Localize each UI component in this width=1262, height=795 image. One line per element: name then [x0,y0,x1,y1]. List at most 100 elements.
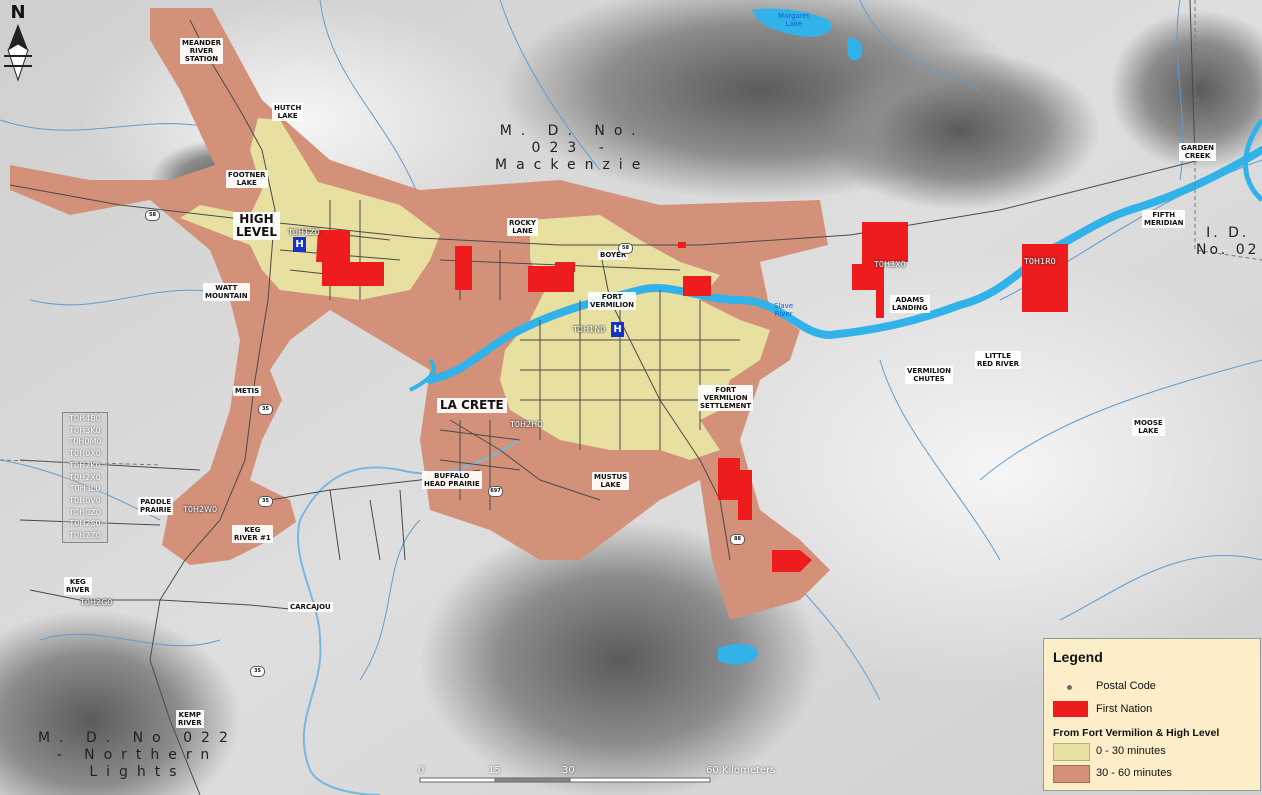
postal-code-label: T0H1Z0 [288,228,320,237]
legend-first-nation: First Nation [1096,703,1153,715]
highway-shield-icon: 35 [258,404,273,415]
place-watt: WATT MOUNTAIN [203,283,250,301]
north-arrow-icon: N [4,2,32,82]
legend-title: Legend [1053,649,1103,665]
stream [319,0,421,201]
highway-shield-icon: 697 [488,486,503,497]
stream [1059,555,1262,621]
postal-code-label: T0H2W0 [183,505,218,514]
scale-tick-0: 0 [418,765,425,776]
postal-code-list-item: T0H3K0 [69,425,101,435]
highway-shield-icon: 35 [250,666,265,677]
highway-shield-icon: 35 [258,496,273,507]
place-metis: METIS [233,386,262,396]
first-nation-areas [316,222,1068,572]
region-md022: M. D. No 022 - Northern Lights [38,730,237,780]
region-id02: I. D. No. 02 [1196,225,1260,258]
first-nation-area [555,262,575,272]
scale-tick-60: 60 Kilometers [706,765,776,776]
postal-code-list-item: T0H0X0 [69,449,101,459]
postal-code-list-item: T0H2Z0 [69,531,101,541]
postal-code-list-item: T0H2K0 [69,460,101,470]
zone-30-60-minutes [10,8,830,620]
town-la-crete: LA CRETE [437,398,507,413]
first-nation-area [455,246,472,290]
place-meander: MEANDER RIVER STATION [180,38,224,64]
postal-code-label: T0H3X0 [874,260,906,269]
place-garden: GARDEN CREEK [1179,143,1217,161]
postal-code-list-item: T0H3L0 [69,484,101,494]
town-high-level: HIGH LEVEL [233,212,280,240]
place-carcajou: CARCAJOU [288,602,333,612]
postal-code-label: T0H2G0 [80,598,113,607]
place-boyer: BOYER [598,250,629,260]
place-littlered: LITTLE RED RIVER [975,351,1022,369]
place-mustus: MUSTUS LAKE [592,472,630,490]
highway-shield-icon: 88 [730,534,745,545]
postal-code-list-item: T0H2X0 [69,472,101,482]
postal-code-list-item: T0H4B0 [69,414,101,423]
postal-code-label: T0H2H0 [510,420,543,429]
legend-swatch-30-60 [1053,765,1090,783]
boundary-line [1194,0,1262,261]
peace-river [426,146,1262,384]
terrain-dark [1110,10,1262,170]
svg-text:N: N [10,2,25,23]
road [449,419,601,501]
highway-35 [149,19,276,795]
hospital-icon[interactable]: H [293,237,306,252]
municipal-boundaries [0,0,1262,466]
place-vchutes: VERMILION CHUTES [905,366,954,384]
place-buffalo: BUFFALO HEAD PRAIRIE [422,471,482,489]
legend: Legend Postal Code First Nation From For… [1043,638,1261,791]
stream [39,633,221,647]
stream [359,519,421,681]
river-branch [1243,118,1262,202]
region-md023: M. D. No. 023 - Mackenzie [495,123,650,173]
hospital-icon[interactable]: H [611,322,624,337]
legend-subheading: From Fort Vermilion & High Level [1053,727,1220,739]
place-adams: ADAMS LANDING [890,295,930,313]
road [439,420,521,510]
lake [718,644,759,665]
postal-code-list-item: T0H2S0 [69,519,101,529]
river-south [297,439,521,795]
zone-0-30-minutes [180,118,440,300]
stream [859,0,981,91]
place-hutch: HUTCH LAKE [272,103,304,121]
road [29,589,301,611]
stream [499,0,601,171]
scale-tick-15: 15 [488,765,501,776]
lake [846,37,863,61]
postal-code-label: T0H1N0 [573,325,606,334]
legend-swatch-0-30 [1053,743,1090,761]
boundary-line [0,459,161,466]
first-nation-area [683,276,711,296]
highway-shield-icon: 58 [618,243,633,254]
place-footner: FOOTNER LAKE [226,170,268,188]
water-margaret-lake: Margaret Lake [778,12,810,28]
postal-code-list-item: T0H0V0 [69,495,101,505]
postal-code-list-item: T0H0Z0 [69,507,101,517]
highway-shield-icon: 58 [145,210,160,221]
place-rocky: ROCKY LANE [507,218,538,236]
legend-postal-code: Postal Code [1096,680,1156,692]
first-nation-area [316,230,384,286]
first-nation-area [1022,244,1068,312]
legend-zone1: 0 - 30 minutes [1096,745,1166,757]
postal-code-label: T0H1R0 [1024,257,1056,266]
road [329,489,406,561]
postal-code-list-item: T0H0M0 [68,437,102,447]
first-nation-area [852,222,908,318]
road [1189,0,1196,161]
margaret-lake [752,8,832,37]
first-nation-area [678,242,686,248]
terrain-dark [420,520,820,795]
postal-code-dot-icon [1067,685,1072,690]
place-kemp: KEMP RIVER [176,710,204,728]
stream [879,359,1001,561]
place-fortverm: FORT VERMILION [588,292,637,310]
road [520,290,740,450]
legend-zone2: 30 - 60 minutes [1096,767,1172,779]
